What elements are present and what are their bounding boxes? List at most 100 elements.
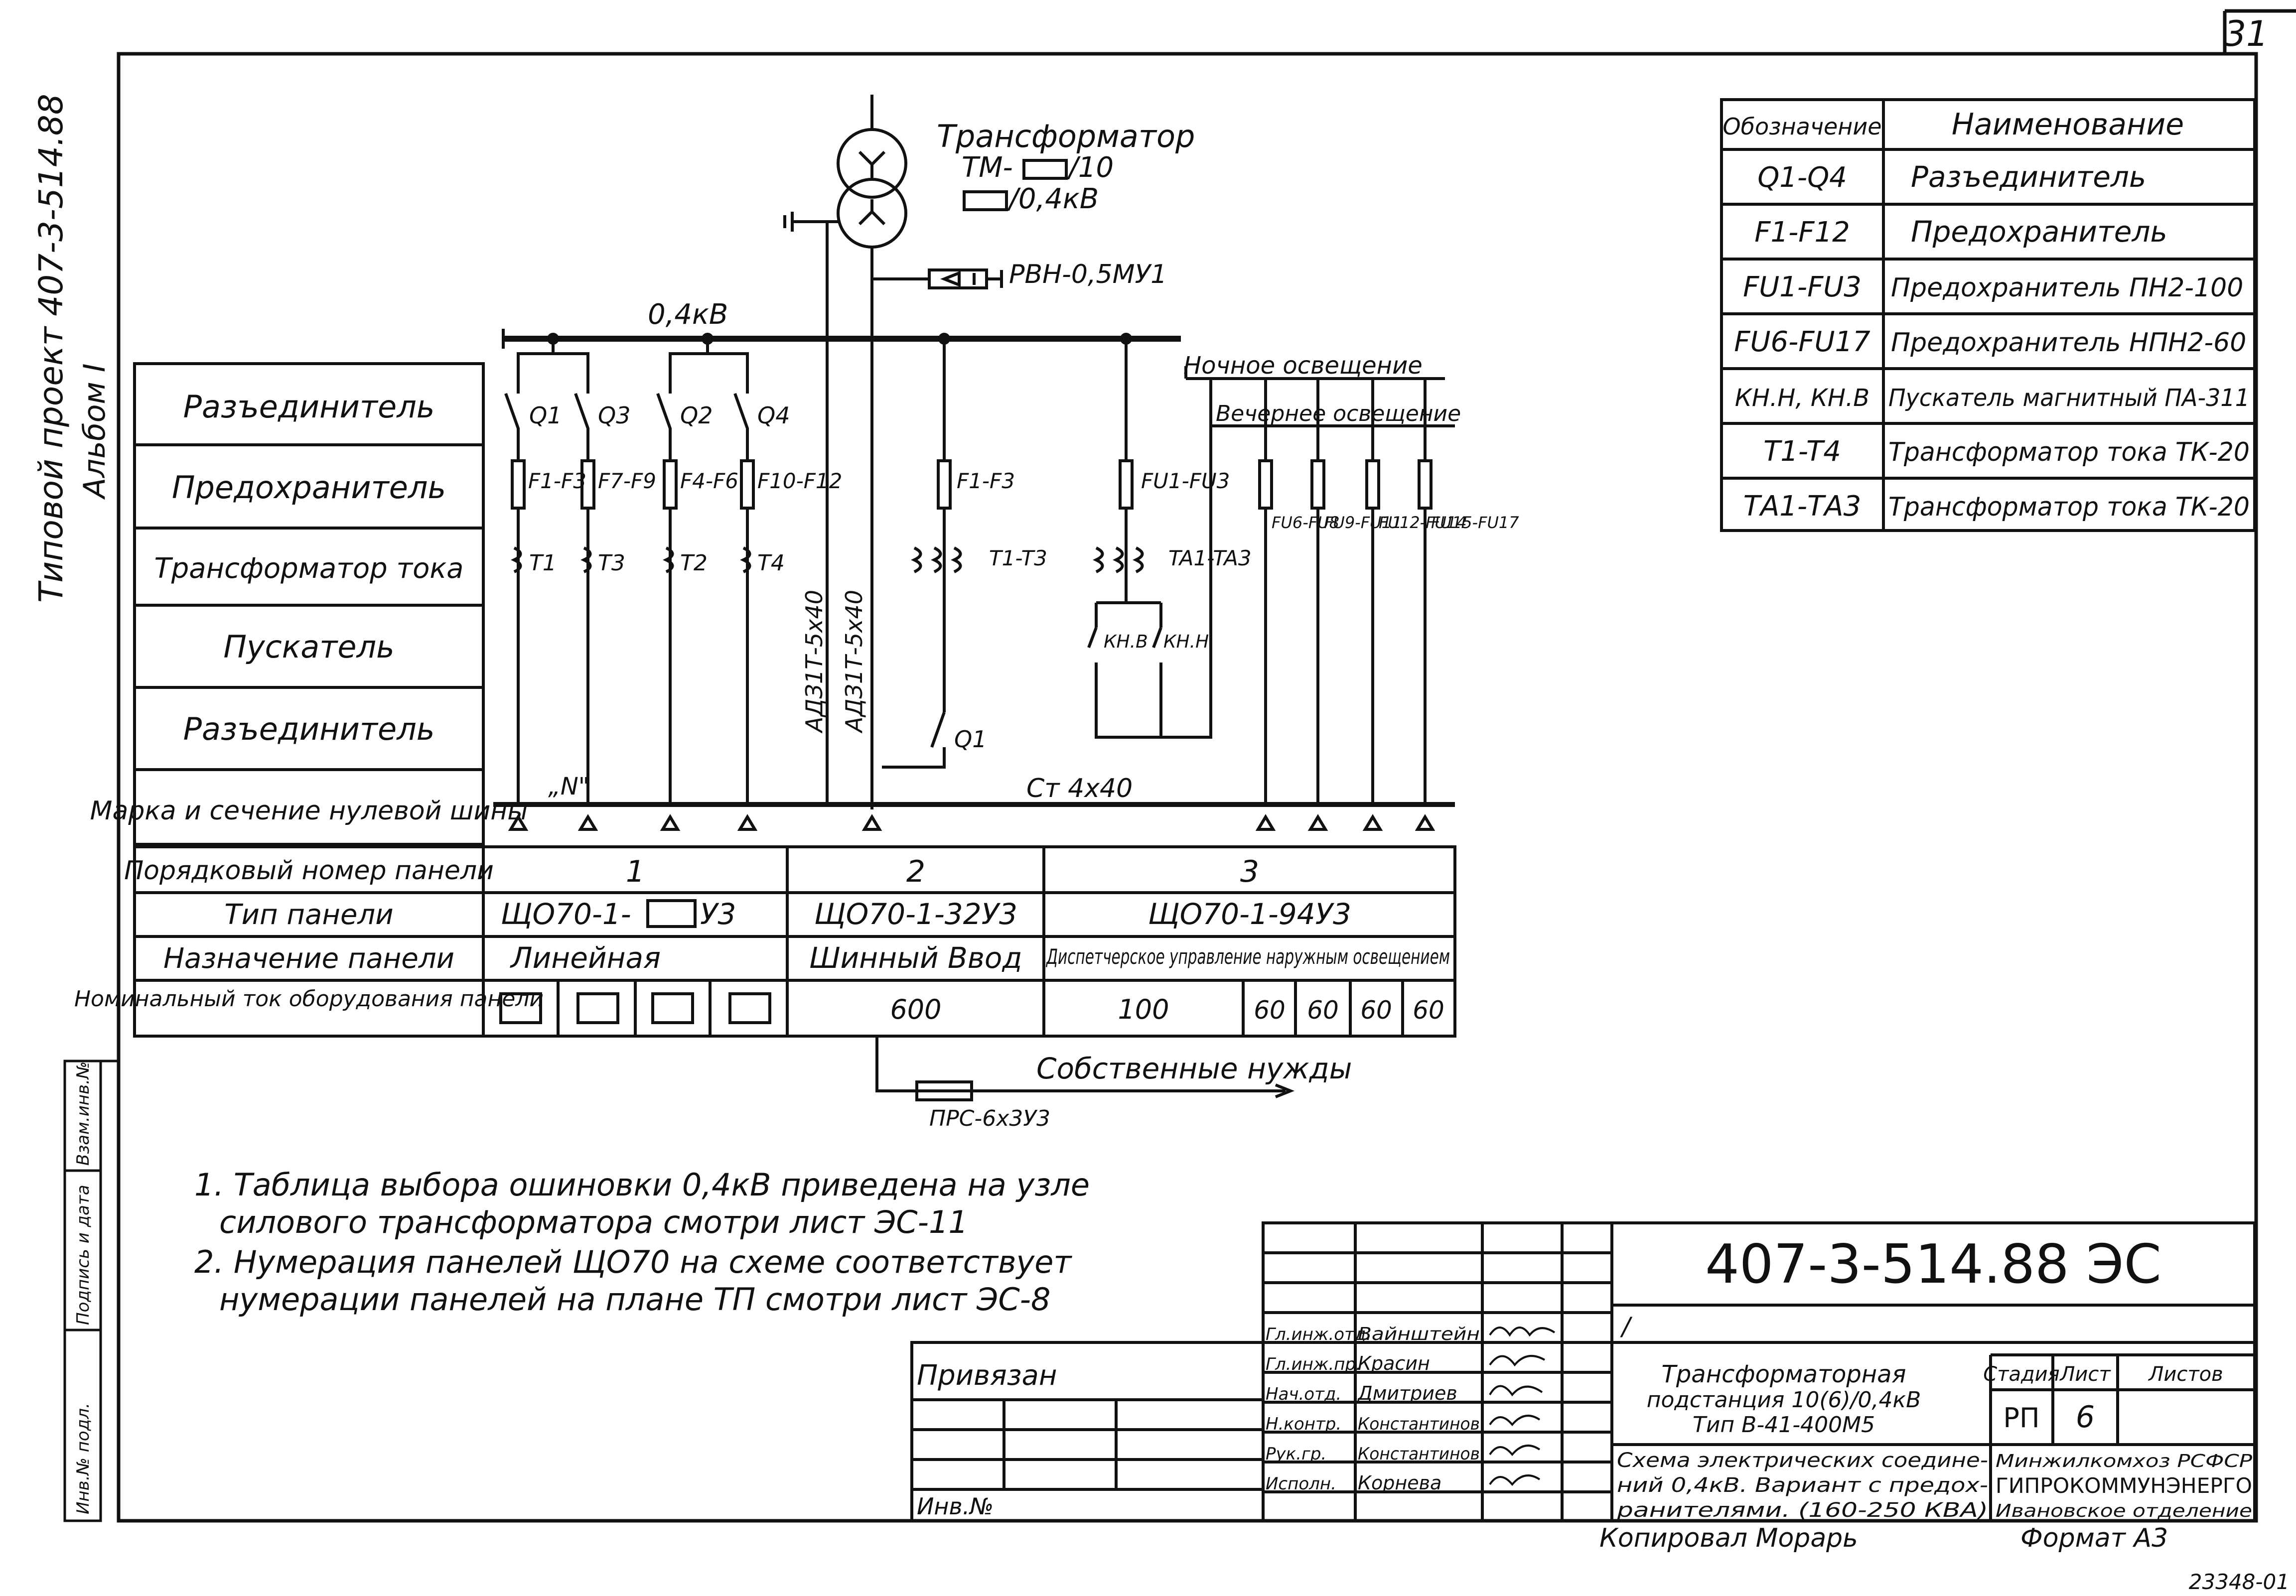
legend-code-5: КН.Н, КН.В xyxy=(1735,384,1869,412)
own-needs-fuse-label: ПРС-6х3У3 xyxy=(929,1106,1050,1131)
panel-type-3: ЩО70-1-94У3 xyxy=(1148,897,1351,931)
current-blank-boxes xyxy=(499,992,771,1024)
org-line-1: Минжилкомхоз РСФСР xyxy=(1996,1451,2252,1471)
legend-code-2: F1-F12 xyxy=(1754,216,1850,249)
ct-label-t2: T2 xyxy=(680,550,708,576)
panel-purpose-2: Шинный Ввод xyxy=(809,941,1022,975)
legend-code-7: ТА1-ТА3 xyxy=(1743,490,1862,523)
role-5: Рук.гр. xyxy=(1266,1444,1326,1464)
transformer-lv: /0,4кВ xyxy=(1006,183,1099,215)
object-line-1: Трансформаторная xyxy=(1662,1360,1906,1388)
legend-name-5: Пускатель магнитный ПА-311 xyxy=(1888,384,2250,412)
margin-project: Типовой проект 407-3-514.88 xyxy=(32,94,70,603)
legend-code-6: T1-T4 xyxy=(1763,435,1841,468)
side-stamp-replace: Взам.инв.№ xyxy=(73,1062,93,1166)
legend-name-2: Предохранитель xyxy=(1911,215,2167,249)
panel-row-purpose-label: Назначение панели xyxy=(163,942,454,975)
drawing-code: 407-3-514.88 ЭС xyxy=(1705,1233,2161,1296)
ct-label-t3: T3 xyxy=(598,550,625,576)
fuse-label-f10f12: F10-F12 xyxy=(757,469,842,493)
copied-by: Копировал Морарь xyxy=(1599,1523,1858,1553)
sheet-title-line-2: ний 0,4кВ. Вариант с предох- xyxy=(1617,1474,1988,1497)
name-4: Константинов xyxy=(1358,1414,1480,1434)
row-label-fuse: Предохранитель xyxy=(172,469,446,506)
ct-label-t4: T4 xyxy=(757,550,785,576)
panel-number-1: 1 xyxy=(626,854,645,889)
legend-name-7: Трансформатор тока ТК-20 xyxy=(1888,492,2250,522)
panel-1-circuits xyxy=(504,333,755,807)
transformer-type: ТМ- xyxy=(962,151,1013,184)
neutral-n-marker: „N" xyxy=(548,773,589,800)
legend-code-1: Q1-Q4 xyxy=(1757,161,1847,194)
switch-label-q4: Q4 xyxy=(757,402,790,429)
contactor-label-kn-v: КН.В xyxy=(1104,632,1148,652)
panel-type-1: ЩО70-1- xyxy=(501,897,631,931)
panel-type-2: ЩО70-1-32У3 xyxy=(814,897,1017,931)
fuse-label-f7f9: F7-F9 xyxy=(598,469,656,493)
legend-name-3: Предохранитель ПН2-100 xyxy=(1891,273,2243,303)
cable-label-2: АДЗ1Т-5х40 xyxy=(841,590,867,734)
name-5: Константинов xyxy=(1358,1444,1480,1464)
legend-table-grid xyxy=(1720,98,2256,532)
role-2: Гл.инж.пр. xyxy=(1266,1354,1361,1374)
transformer-rating-blank xyxy=(963,190,1008,211)
evening-lighting-label: Вечернее освещение xyxy=(1216,401,1461,426)
note-line-3: 2. Нумерация панелей ЩО70 на схеме соотв… xyxy=(194,1244,1072,1280)
role-1: Гл.инж.отд. xyxy=(1266,1325,1371,1344)
bottom-number: 23348-01 xyxy=(2189,1570,2290,1594)
role-6: Исполн. xyxy=(1266,1474,1336,1494)
title-block-grid xyxy=(910,1221,2256,1522)
format-label: Формат А3 xyxy=(2020,1523,2168,1553)
contactor-label-kn-n: КН.Н xyxy=(1163,632,1209,652)
feeder-fuse-label-2: FU9-FU11 xyxy=(1324,513,1402,532)
transformer-label: Трансформатор xyxy=(937,118,1195,154)
name-6: Корнева xyxy=(1358,1472,1441,1494)
panel-row-type-label: Тип панели xyxy=(224,899,393,931)
arrester-label: РВН-0,5МУ1 xyxy=(1009,260,1167,289)
panel-purpose-1: Линейная xyxy=(510,941,661,975)
row-label-disconnector: Разъединитель xyxy=(183,389,435,425)
row-label-ct: Трансформатор тока xyxy=(154,552,464,585)
bus-voltage-label: 0,4кВ xyxy=(648,298,728,331)
note-line-1: 1. Таблица выбора ошиновки 0,4кВ приведе… xyxy=(194,1167,1090,1203)
neutral-bus-label: Ст 4х40 xyxy=(1026,774,1133,803)
privyazan-label: Привязан xyxy=(917,1359,1057,1392)
side-stamp-signature: Подпись и дата xyxy=(73,1185,93,1325)
feeder-fuse-label-3: FU12-FU14 xyxy=(1379,513,1467,532)
own-needs-label: Собственные нужды xyxy=(1036,1052,1352,1085)
list-value: 6 xyxy=(2076,1400,2095,1435)
legend-name-1: Разъединитель xyxy=(1911,160,2146,194)
signatures xyxy=(1489,1327,1556,1486)
legend-name-4: Предохранитель НПН2-60 xyxy=(1891,328,2246,358)
panel-number-2: 2 xyxy=(906,854,925,889)
panel-current-2: 600 xyxy=(890,994,941,1025)
panel-current-3d: 60 xyxy=(1413,996,1444,1025)
panel-current-3: 100 xyxy=(1118,994,1169,1025)
fuse-label-p2: F1-F3 xyxy=(957,469,1015,493)
switch-label-q1: Q1 xyxy=(529,402,562,429)
panel-current-3c: 60 xyxy=(1360,996,1392,1025)
legend-header-name: Наименование xyxy=(1952,107,2184,142)
neutral-bus xyxy=(493,802,1455,831)
panel-current-3a: 60 xyxy=(1254,996,1286,1025)
transformer-hv: /10 xyxy=(1066,151,1114,184)
row-label-neutral-bus: Марка и сечение нулевой шины xyxy=(90,796,528,826)
night-lighting-label: Ночное освещение xyxy=(1183,352,1423,380)
row-label-starter: Пускатель xyxy=(223,629,394,665)
ct-label-p3: TA1-TA3 xyxy=(1168,546,1252,570)
ct-label-p2: T1-T3 xyxy=(989,546,1047,570)
sheet-title-line-3: ранителями. (160-250 КВА) xyxy=(1616,1499,1988,1522)
object-line-3: Тип В-41-400М5 xyxy=(1693,1412,1875,1438)
fuse-label-p3: FU1-FU3 xyxy=(1141,469,1230,493)
list-label: Лист xyxy=(2059,1363,2111,1386)
name-3: Дмитриев xyxy=(1357,1382,1457,1404)
transformer-power-blank xyxy=(1022,159,1068,180)
object-line-2: подстанция 10(6)/0,4кВ xyxy=(1647,1387,1921,1413)
panel-3-circuits xyxy=(1087,333,1455,807)
legend-name-6: Трансформатор тока ТК-20 xyxy=(1888,437,2250,467)
panel-type-1-suffix: У3 xyxy=(700,897,736,931)
org-line-3: Ивановское отделение xyxy=(1996,1501,2252,1521)
switch-label-q2: Q2 xyxy=(680,402,713,429)
role-4: Н.контр. xyxy=(1266,1414,1341,1434)
